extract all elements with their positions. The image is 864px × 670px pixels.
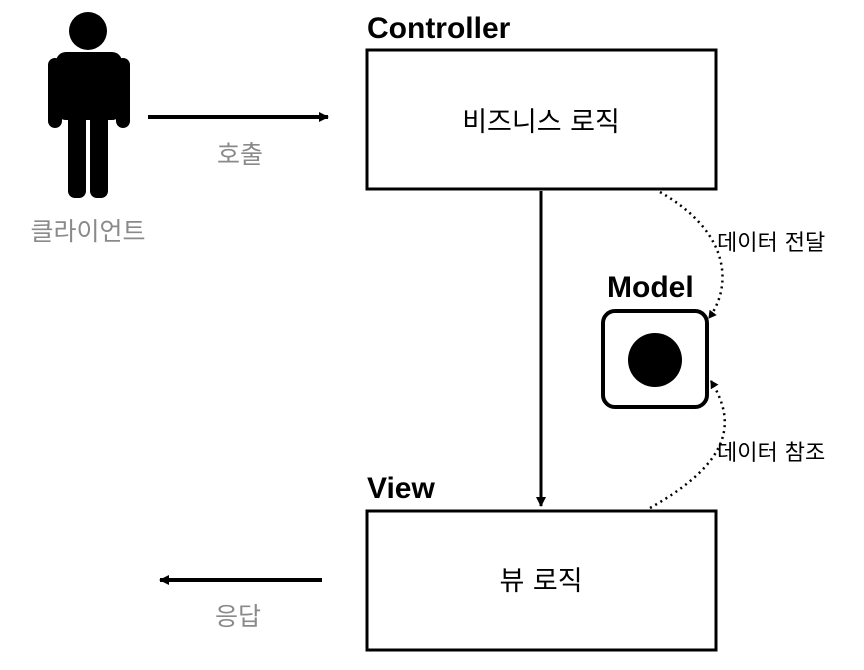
data-reference-label: 데이터 참조 (717, 441, 825, 466)
view-box (365, 509, 718, 652)
filled-circle-icon (628, 333, 682, 387)
client-label: 클라이언트 (30, 217, 145, 246)
controller-logic-label: 비즈니스 로직 (462, 107, 620, 138)
view-title: View (367, 472, 435, 505)
model-title: Model (607, 271, 694, 304)
view-logic-label: 뷰 로직 (499, 566, 582, 597)
controller-box (365, 48, 718, 191)
response-label: 응답 (215, 602, 261, 631)
person-icon (48, 12, 130, 198)
data-reference-arrow (649, 380, 726, 510)
controller-title: Controller (367, 12, 511, 45)
data-transfer-label: 데이터 전달 (717, 231, 825, 256)
call-label: 호출 (217, 140, 263, 169)
